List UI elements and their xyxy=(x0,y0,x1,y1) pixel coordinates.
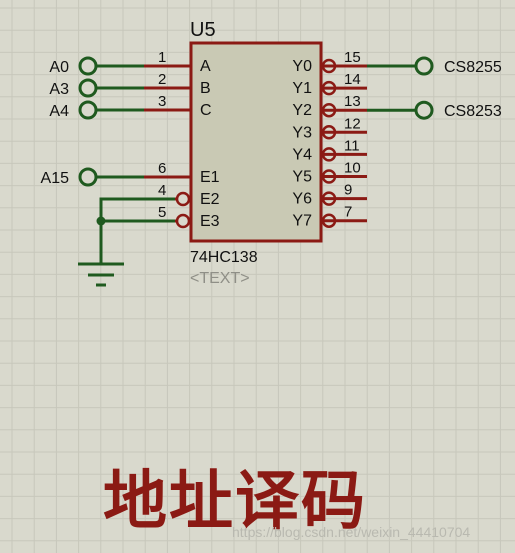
pin-name: Y2 xyxy=(292,102,312,119)
pin-e2-inversion-bubble xyxy=(175,191,191,207)
terminal-a15[interactable] xyxy=(78,167,98,187)
chip-part: 74HC138 xyxy=(190,249,258,266)
pin-number: 12 xyxy=(344,115,361,132)
terminal-cs8253[interactable] xyxy=(414,100,434,120)
terminal-a0[interactable] xyxy=(78,56,98,76)
pin-y6-inversion-bubble xyxy=(321,191,337,206)
pin-name: Y1 xyxy=(292,80,312,97)
pin-number: 7 xyxy=(344,204,352,221)
caption: 地址译码 xyxy=(103,465,367,539)
pin-number: 5 xyxy=(158,204,166,221)
net-label-a15: A15 xyxy=(41,170,70,187)
chip-text-placeholder: <TEXT> xyxy=(190,270,250,287)
pin-y1-inversion-bubble xyxy=(321,80,337,96)
terminal-cs8255[interactable] xyxy=(414,56,434,76)
pin-e3-inversion-bubble xyxy=(175,213,191,229)
pin-name: Y5 xyxy=(292,169,312,186)
net-label-cs8253: CS8253 xyxy=(444,103,502,120)
pin-number: 2 xyxy=(158,71,166,88)
pin-number: 4 xyxy=(158,182,166,199)
pin-name: B xyxy=(200,80,211,97)
pin-number: 14 xyxy=(344,71,361,88)
pin-name: E1 xyxy=(200,169,220,186)
chip-ref: U5 xyxy=(190,19,216,41)
pin-name: Y4 xyxy=(292,146,312,163)
pin-name: Y7 xyxy=(292,213,312,230)
net-label-a0: A0 xyxy=(49,59,69,76)
watermark: https://blog.csdn.net/weixin_44410704 xyxy=(232,524,471,540)
pin-number: 3 xyxy=(158,93,166,110)
pin-name: E2 xyxy=(200,191,220,208)
net-label-a4: A4 xyxy=(49,103,69,120)
pin-number: 6 xyxy=(158,160,166,177)
pin-y4-inversion-bubble xyxy=(321,147,337,162)
pin-name: E3 xyxy=(200,213,220,230)
net-label-a3: A3 xyxy=(49,81,69,98)
pin-number: 13 xyxy=(344,93,361,110)
pin-y5-inversion-bubble xyxy=(321,169,337,184)
pin-number: 10 xyxy=(344,160,361,177)
net-label-cs8255: CS8255 xyxy=(444,59,502,76)
pin-y3-inversion-bubble xyxy=(321,125,337,140)
junction-dot xyxy=(96,216,106,226)
terminal-a3[interactable] xyxy=(78,78,98,98)
pin-number: 11 xyxy=(344,137,360,154)
pin-y2-inversion-bubble xyxy=(321,102,337,118)
pin-y7-inversion-bubble xyxy=(321,213,337,228)
pin-name: A xyxy=(200,58,211,75)
pin-name: C xyxy=(200,102,212,119)
chip-body[interactable] xyxy=(189,41,323,243)
ground-wire[interactable] xyxy=(99,197,175,264)
pin-number: 9 xyxy=(344,182,352,199)
pin-number: 1 xyxy=(158,49,166,66)
pin-y0-inversion-bubble xyxy=(321,58,337,74)
pin-number: 15 xyxy=(344,49,361,66)
pin-name: Y3 xyxy=(292,124,312,141)
pin-name: Y6 xyxy=(292,191,312,208)
terminal-a4[interactable] xyxy=(78,100,98,120)
ground-net xyxy=(78,197,175,287)
pin-name: Y0 xyxy=(292,58,312,75)
